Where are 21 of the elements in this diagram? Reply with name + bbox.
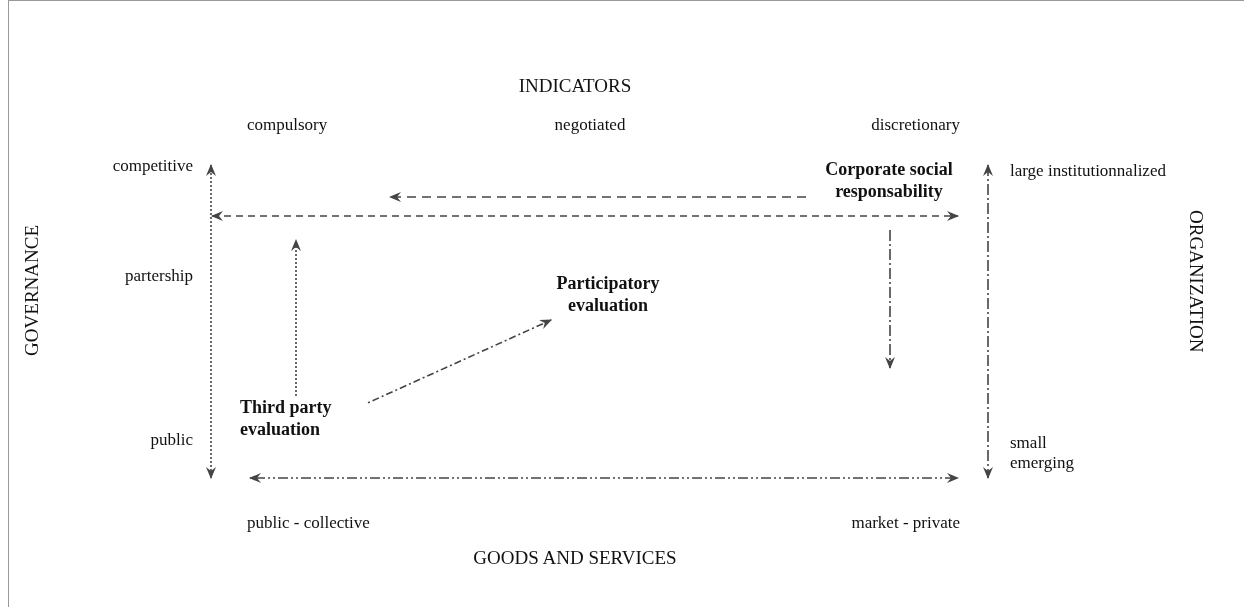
scale-label: public <box>149 430 193 450</box>
arrow <box>389 192 807 202</box>
scale-label: negotiated <box>553 115 627 135</box>
scale-label: competitive <box>111 156 193 176</box>
scale-label: compulsory <box>247 115 328 135</box>
scale-label: large institutionnalized <box>1010 161 1167 181</box>
concept-text: Third party evaluation <box>240 396 368 444</box>
scale-label: small emerging <box>1010 433 1075 473</box>
scale-label: market - private <box>850 513 960 533</box>
concept-text: Participatory evaluation <box>528 272 688 320</box>
arrow <box>291 239 301 397</box>
axis-title: ORGANIZATION <box>1186 210 1206 353</box>
arrow <box>367 319 553 404</box>
axis-title: GOVERNANCE <box>22 225 42 356</box>
axis-title: GOODS AND SERVICES <box>472 548 678 568</box>
scale-label: discretionary <box>870 115 960 135</box>
scale-label: partership <box>124 266 193 286</box>
arrow <box>885 229 895 369</box>
scale-label: public - collective <box>247 513 370 533</box>
concept-text: Corporate social responsability <box>806 158 972 230</box>
axis-title: INDICATORS <box>517 76 633 96</box>
